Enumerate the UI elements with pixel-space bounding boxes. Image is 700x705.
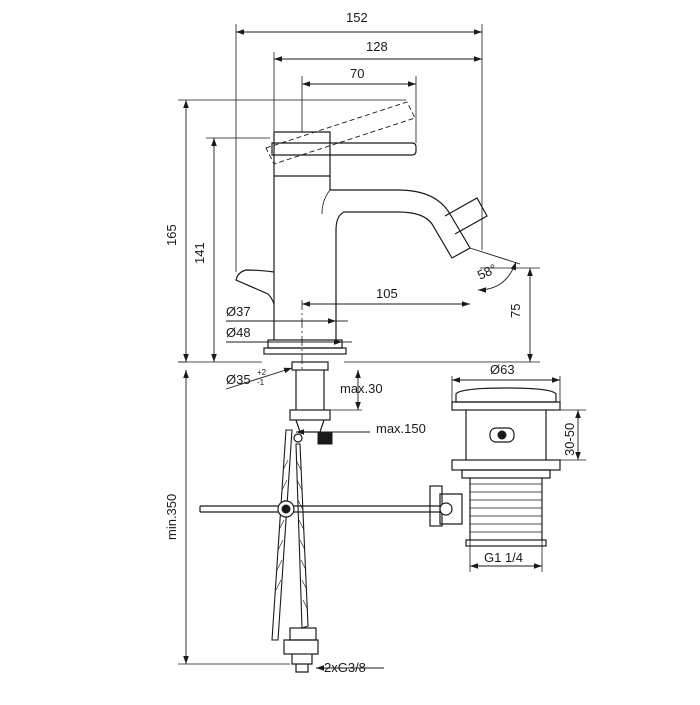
dim-base-diameter: Ø48 xyxy=(226,325,251,340)
dim-min-hose-length: min.350 xyxy=(164,494,179,540)
dimension-labels: 152 128 70 165 141 105 75 58° Ø37 Ø48 Ø3… xyxy=(164,10,577,675)
dimension-lines xyxy=(178,24,586,671)
under-deck-assembly xyxy=(199,361,440,673)
dim-spout-projection: 105 xyxy=(376,286,398,301)
pop-up-waste xyxy=(429,387,561,547)
dim-waste-thread: G1 1/4 xyxy=(484,550,523,565)
dim-hole-tolerance-lower: -1 xyxy=(257,378,265,387)
dim-spout-reach: 128 xyxy=(366,39,388,54)
dim-hole-diameter: Ø35 xyxy=(226,372,251,387)
dim-lever-length: 70 xyxy=(350,66,364,81)
dim-waste-diameter: Ø63 xyxy=(490,362,515,377)
dim-max-deck-thickness: max.30 xyxy=(340,381,383,396)
dim-spout-angle: 58° xyxy=(475,261,499,283)
dim-overall-height: 165 xyxy=(164,224,179,246)
dim-hose-connection: 2xG3/8 xyxy=(324,660,366,675)
dim-waste-height-range: 30-50 xyxy=(562,423,577,456)
dim-overall-width: 152 xyxy=(346,10,368,25)
dim-hole-tolerance-upper: +2 xyxy=(257,368,267,377)
dim-body-diameter: Ø37 xyxy=(226,304,251,319)
faucet-body xyxy=(235,101,488,355)
dim-spout-height: 75 xyxy=(508,304,523,318)
dim-body-height: 141 xyxy=(192,242,207,264)
dim-max-rod-travel: max.150 xyxy=(376,421,426,436)
